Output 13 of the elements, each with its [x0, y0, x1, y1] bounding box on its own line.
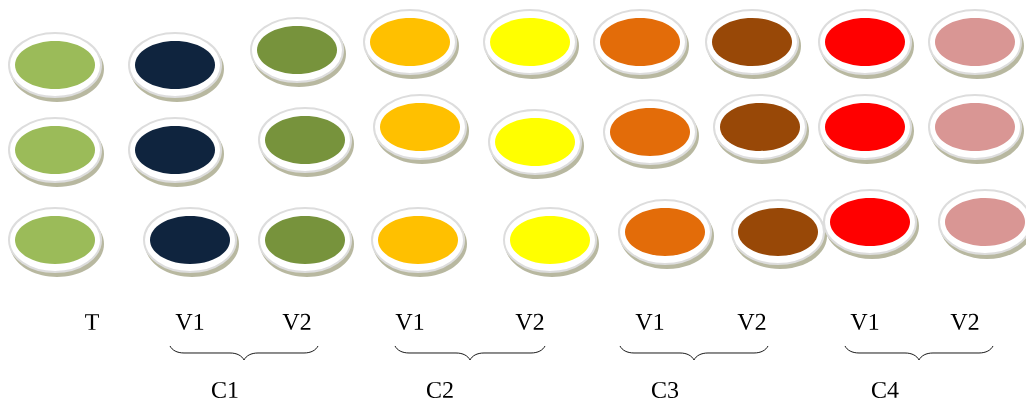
column-label: V2 — [950, 313, 979, 331]
column-label: V2 — [282, 313, 311, 331]
group-label: C2 — [427, 381, 453, 399]
column-label: T — [85, 314, 99, 330]
group-label: C4 — [872, 381, 899, 399]
column-label: V1 — [175, 313, 204, 331]
column-label: V2 — [737, 313, 766, 331]
column-label: V1 — [850, 313, 879, 331]
group-label: C3 — [652, 381, 679, 399]
column-label: V1 — [395, 313, 424, 331]
column-label: V2 — [515, 313, 544, 331]
column-label: V1 — [635, 313, 664, 331]
group-label: C1 — [212, 381, 238, 399]
